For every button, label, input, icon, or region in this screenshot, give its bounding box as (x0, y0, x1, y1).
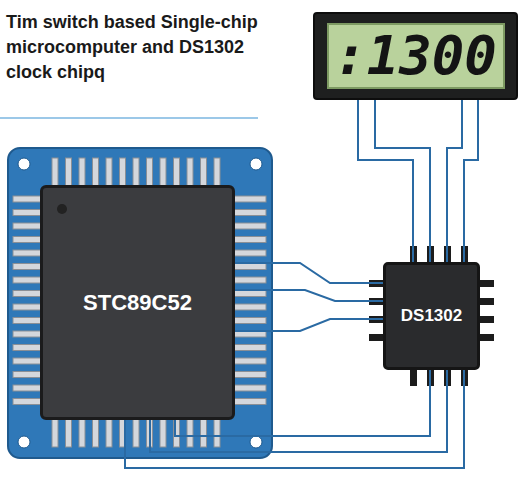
chip-pin (13, 331, 41, 337)
mount-hole (18, 158, 30, 170)
wire (464, 100, 478, 262)
chip-pin (187, 419, 193, 447)
chip-pin (52, 158, 58, 186)
ds-pin (479, 298, 494, 305)
chip-pin (214, 419, 220, 447)
mount-hole (250, 158, 262, 170)
chip-pin (174, 158, 180, 186)
mount-hole (250, 436, 262, 448)
chip-pin (234, 304, 266, 310)
chip-pin (234, 318, 266, 324)
chip-pin (234, 210, 266, 216)
lcd-digits: :1300 (334, 26, 497, 86)
chip-pin (234, 277, 266, 283)
chip-pin (66, 158, 72, 186)
chip-pin (13, 277, 41, 283)
chip-pin (234, 264, 266, 270)
chip-pin (234, 385, 266, 391)
chip-pin (201, 419, 207, 447)
chip-pins (13, 158, 494, 447)
chip-pin (147, 158, 153, 186)
chip-pin (52, 419, 58, 447)
chip-pin (106, 419, 112, 447)
chip-pin (66, 419, 72, 447)
chip-pin (234, 250, 266, 256)
chip-pin (187, 158, 193, 186)
chip-pin (93, 158, 99, 186)
wire (235, 290, 383, 301)
ds-pin (479, 280, 494, 287)
chip-pin (13, 358, 41, 364)
chip-label: STC89C52 (83, 290, 192, 316)
chip-pin (13, 372, 41, 378)
chip-pin (13, 399, 41, 405)
chip-pin (234, 345, 266, 351)
pin1-dot (57, 204, 67, 214)
chip-pin (13, 196, 41, 202)
rtc-chip: DS1302 (383, 262, 480, 370)
wire (235, 319, 383, 331)
chip-pin (13, 304, 41, 310)
chip-pin (13, 385, 41, 391)
chip-pin (201, 158, 207, 186)
chip-pin (234, 291, 266, 297)
chip-pin (214, 158, 220, 186)
title: Tim switch based Single-chip microcomput… (6, 10, 268, 85)
chip-pin (13, 223, 41, 229)
chip-pin (234, 237, 266, 243)
chip-pin (79, 158, 85, 186)
wire (447, 100, 462, 262)
chip-pin (234, 358, 266, 364)
chip-pin (13, 318, 41, 324)
ds-pin (479, 334, 494, 341)
pcb-board (8, 148, 272, 458)
chip-pin (13, 237, 41, 243)
chip-pin (13, 345, 41, 351)
mcu-chip: STC89C52 (40, 185, 235, 420)
chip-pin (133, 419, 139, 447)
ds-pin (410, 369, 417, 386)
chip-pin (93, 419, 99, 447)
chip-pin (234, 223, 266, 229)
chip-pin (234, 372, 266, 378)
chip-pin (234, 399, 266, 405)
mount-hole (18, 436, 30, 448)
chip-pin (106, 158, 112, 186)
chip-pin (13, 291, 41, 297)
ds-pin (479, 316, 494, 323)
chip-pin (133, 158, 139, 186)
wire (358, 100, 413, 262)
chip-pin (13, 250, 41, 256)
ds-pin (369, 334, 384, 341)
chip-label: DS1302 (401, 306, 462, 326)
chip-pin (160, 419, 166, 447)
title-rule (0, 117, 258, 119)
wire (235, 263, 383, 283)
chip-pin (160, 158, 166, 186)
chip-pin (120, 158, 126, 186)
lcd-screen: :1300 (327, 23, 505, 89)
lcd-display: :1300 (313, 12, 518, 100)
chip-pin (79, 419, 85, 447)
chip-pin (13, 264, 41, 270)
chip-pin (13, 210, 41, 216)
chip-pin (234, 196, 266, 202)
wire (375, 100, 430, 262)
